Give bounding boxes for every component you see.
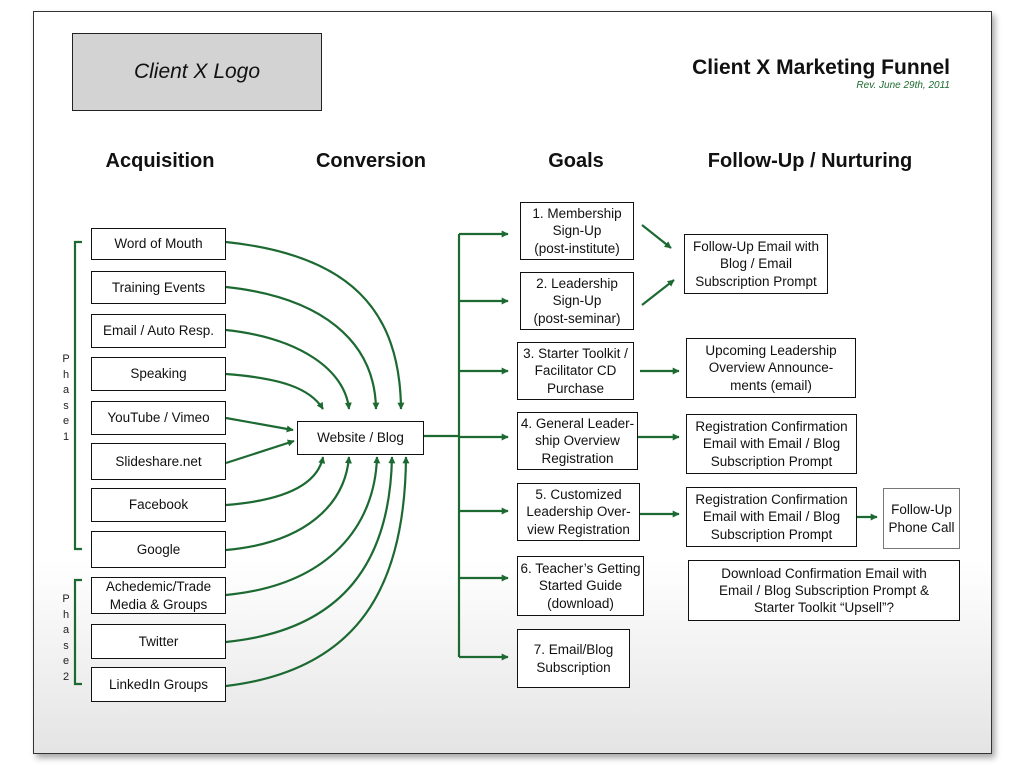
acquisition-label: YouTube / Vimeo bbox=[107, 410, 210, 426]
goal-membership-signup: 1. Membership Sign-Up (post-institute) bbox=[520, 202, 634, 260]
acquisition-email-auto-resp: Email / Auto Resp. bbox=[91, 314, 226, 348]
acquisition-facebook: Facebook bbox=[91, 488, 226, 522]
arrow-training-events bbox=[225, 285, 380, 410]
acquisition-label: LinkedIn Groups bbox=[108, 676, 209, 692]
followup-label: Registration Confirmation Email with Ema… bbox=[695, 492, 848, 542]
arrow-email-auto bbox=[225, 328, 352, 410]
heading-acquisition: Acquisition bbox=[105, 150, 215, 172]
followup-registration-confirmation-5: Registration Confirmation Email with Ema… bbox=[686, 487, 857, 547]
goal-teachers-guide: 6. Teacher’s Getting Started Guide (down… bbox=[517, 556, 644, 616]
acquisition-label: Training Events bbox=[111, 279, 206, 295]
phase2-bracket bbox=[73, 578, 82, 686]
phase1-bracket bbox=[73, 240, 82, 551]
followup-leadership-announcements: Upcoming Leadership Overview Announce- m… bbox=[686, 338, 856, 398]
followup-email-blog-prompt: Follow-Up Email with Blog / Email Subscr… bbox=[684, 234, 828, 294]
arrow-linkedin bbox=[225, 456, 410, 688]
goal-label: 5. Customized Leadership Over- view Regi… bbox=[526, 487, 631, 537]
client-logo-placeholder: Client X Logo bbox=[72, 33, 322, 111]
acquisition-label: Slideshare.net bbox=[115, 453, 202, 469]
acquisition-label: Email / Auto Resp. bbox=[102, 323, 215, 339]
acquisition-academic-trade: Achedemic/Trade Media & Groups bbox=[91, 577, 226, 614]
acquisition-label: Twitter bbox=[138, 633, 179, 649]
followup-registration-confirmation-4: Registration Confirmation Email with Ema… bbox=[686, 414, 857, 474]
arrow-twitter bbox=[225, 456, 396, 644]
goal-label: 2. Leadership Sign-Up (post-seminar) bbox=[533, 276, 621, 326]
acquisition-linkedin-groups: LinkedIn Groups bbox=[91, 667, 226, 702]
acquisition-youtube-vimeo: YouTube / Vimeo bbox=[91, 401, 226, 435]
goal-general-leadership: 4. General Leader- ship Overview Registr… bbox=[517, 412, 638, 470]
acquisition-label: Speaking bbox=[130, 366, 187, 382]
followup-label: Registration Confirmation Email with Ema… bbox=[695, 419, 848, 469]
conversion-label: Website / Blog bbox=[317, 430, 404, 446]
goal-label: 4. General Leader- ship Overview Registr… bbox=[520, 416, 635, 466]
acquisition-slideshare: Slideshare.net bbox=[91, 443, 226, 480]
followup-label: Follow-Up Email with Blog / Email Subscr… bbox=[692, 239, 820, 289]
logo-label: Client X Logo bbox=[133, 60, 261, 83]
arrow-word-of-mouth bbox=[225, 240, 405, 410]
acquisition-google: Google bbox=[91, 531, 226, 568]
diagram-title: Client X Marketing Funnel bbox=[692, 56, 950, 79]
goal-email-blog-subscription: 7. Email/Blog Subscription bbox=[517, 629, 630, 688]
goal-label: 7. Email/Blog Subscription bbox=[533, 642, 614, 675]
goal-leadership-signup: 2. Leadership Sign-Up (post-seminar) bbox=[520, 272, 634, 330]
goal-label: 3. Starter Toolkit / Facilitator CD Purc… bbox=[523, 346, 628, 396]
followup-phone-call: Follow-Up Phone Call bbox=[883, 488, 960, 549]
acquisition-speaking: Speaking bbox=[91, 357, 226, 391]
arrow-facebook bbox=[225, 456, 326, 507]
goal-label: 6. Teacher’s Getting Started Guide (down… bbox=[520, 561, 641, 611]
acquisition-label: Google bbox=[136, 541, 181, 557]
acquisition-twitter: Twitter bbox=[91, 624, 226, 659]
heading-goals: Goals bbox=[548, 150, 604, 172]
arrow-academic bbox=[225, 456, 381, 597]
acquisition-label: Facebook bbox=[128, 497, 189, 513]
goal-starter-toolkit: 3. Starter Toolkit / Facilitator CD Purc… bbox=[517, 342, 634, 400]
phase2-label: Phase2 bbox=[61, 592, 71, 685]
phase2-text: Phase2 bbox=[62, 593, 70, 683]
heading-followup: Follow-Up / Nurturing bbox=[707, 150, 913, 172]
goal-customized-leadership: 5. Customized Leadership Over- view Regi… bbox=[517, 483, 640, 541]
followup-label: Download Confirmation Email with Email /… bbox=[718, 565, 930, 616]
arrow-goal2-followup bbox=[641, 279, 675, 306]
acquisition-training-events: Training Events bbox=[91, 271, 226, 304]
followup-download-confirmation: Download Confirmation Email with Email /… bbox=[688, 560, 960, 621]
acquisition-word-of-mouth: Word of Mouth bbox=[91, 228, 226, 260]
arrow-slideshare bbox=[225, 439, 295, 465]
phone-label: Follow-Up Phone Call bbox=[888, 502, 955, 535]
arrow-google bbox=[225, 456, 352, 552]
heading-conversion: Conversion bbox=[315, 150, 427, 172]
phase1-label: Phase1 bbox=[61, 352, 71, 445]
arrow-goal1-followup bbox=[641, 224, 672, 249]
goal-label: 1. Membership Sign-Up (post-institute) bbox=[532, 206, 622, 256]
followup-label: Upcoming Leadership Overview Announce- m… bbox=[705, 343, 837, 393]
conversion-website-blog: Website / Blog bbox=[297, 421, 424, 455]
revision-date: Rev. June 29th, 2011 bbox=[856, 80, 950, 91]
arrow-speaking bbox=[225, 372, 324, 410]
acquisition-label: Achedemic/Trade Media & Groups bbox=[105, 579, 212, 612]
acquisition-label: Word of Mouth bbox=[114, 236, 203, 252]
arrow-youtube bbox=[225, 416, 294, 433]
phase1-text: Phase1 bbox=[62, 353, 70, 443]
